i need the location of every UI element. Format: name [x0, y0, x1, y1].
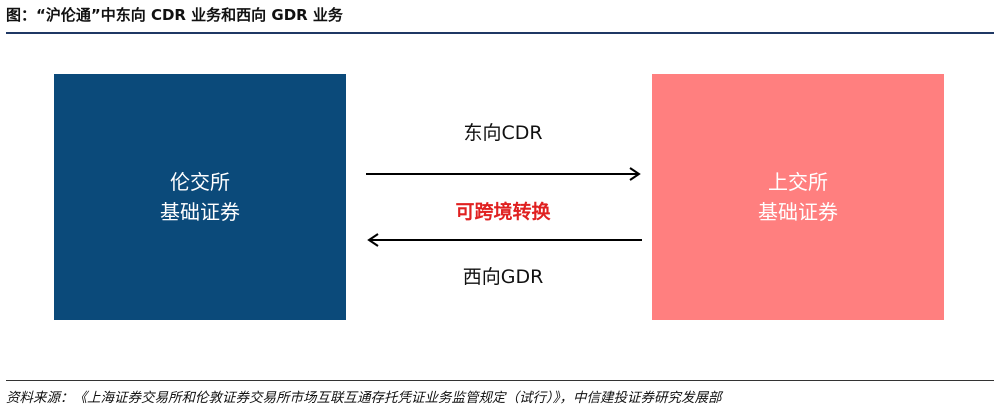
source-divider [6, 380, 994, 381]
lse-box-line2: 基础证券 [160, 200, 240, 224]
sse-securities-box: 上交所 基础证券 [652, 74, 944, 320]
figure-title: 图：“沪伦通”中东向 CDR 业务和西向 GDR 业务 [6, 6, 343, 24]
source-note: 资料来源：《上海证券交易所和伦敦证券交易所市场互联互通存托凭证业务监管规定（试行… [6, 390, 722, 406]
left-arrow-icon [367, 233, 642, 247]
title-divider [6, 32, 994, 34]
cross-border-conversion-label: 可跨境转换 [455, 201, 551, 223]
lse-box-line1: 伦交所 [170, 170, 230, 194]
eastbound-cdr-label: 东向CDR [463, 122, 543, 144]
sse-box-line1: 上交所 [768, 170, 828, 194]
right-arrow-icon [366, 167, 641, 181]
sse-box-line2: 基础证券 [758, 200, 838, 224]
westbound-gdr-label: 西向GDR [462, 266, 544, 288]
lse-securities-box: 伦交所 基础证券 [54, 74, 346, 320]
